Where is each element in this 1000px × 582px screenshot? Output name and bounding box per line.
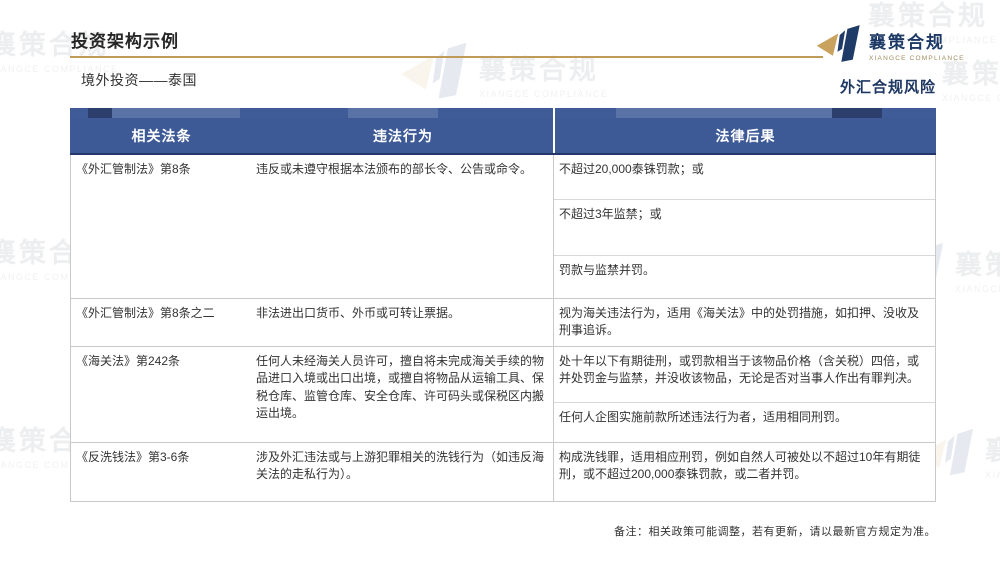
compliance-logo-icon xyxy=(401,42,467,99)
law-cell: 《海关法》第242条 xyxy=(76,353,181,368)
column-header-law: 相关法条 xyxy=(131,127,192,144)
watermark-subtext: XIANGCE COMPLIANCE xyxy=(955,283,1000,294)
consequence-item: 任何人企图实施前款所述违法行为者，适用相同刑罚。 xyxy=(559,409,848,424)
compliance-table: 相关法条 违法行为 法律后果 《外汇管制法》第8条 违反或未遵守根据本法颁布的部… xyxy=(70,108,936,502)
page-title: 投资架构示例 xyxy=(71,32,179,51)
consequence-cell: 处十年以下有期徒刑，或罚款相当于该物品价格（含关税）四倍，或并处罚金与监禁，并没… xyxy=(553,346,935,442)
watermark-text: 襄策合规 xyxy=(955,249,1000,280)
company-logo: 襄策合规 XIANGCE COMPLIANCE xyxy=(816,21,965,69)
title-underline xyxy=(70,56,823,58)
table-body: 《外汇管制法》第8条 违反或未遵守根据本法颁布的部长令、公告或命令。 不超过20… xyxy=(70,155,936,502)
watermark-subtext: XIANGCE COMPLIANCE xyxy=(985,469,1000,480)
watermark-text: 襄策合规 xyxy=(479,54,599,85)
table-header-row: 相关法条 违法行为 法律后果 xyxy=(70,118,936,155)
footnote: 备注：相关政策可能调整，若有更新，请以最新官方规定为准。 xyxy=(614,526,936,538)
company-name: 襄策合规 xyxy=(869,33,945,52)
table-row: 《外汇管制法》第8条之二 非法进出口货币、外币或可转让票据。 视为海关违法行为，… xyxy=(71,299,935,347)
table-row: 《外汇管制法》第8条 违反或未遵守根据本法颁布的部长令、公告或命令。 不超过20… xyxy=(71,155,935,299)
law-cell: 《反洗钱法》第3-6条 xyxy=(76,449,190,464)
watermark-subtext: XIANGCE COMPLIANCE xyxy=(942,93,1000,103)
violation-cell: 违反或未遵守根据本法颁布的部长令、公告或命令。 xyxy=(256,162,533,176)
watermark-text: 襄策合规 xyxy=(985,429,1000,468)
law-cell: 《外汇管制法》第8条之二 xyxy=(76,306,215,320)
consequence-cell: 不超过20,000泰铢罚款；或 不超过3年监禁；或 罚款与监禁并罚。 xyxy=(553,155,935,298)
column-header-violation: 违法行为 xyxy=(373,127,433,144)
consequence-item: 罚款与监禁并罚。 xyxy=(559,263,656,277)
table-row: 《海关法》第242条 任何人未经海关人员许可，擅自将未完成海关手续的物品进口入境… xyxy=(71,346,935,443)
page-subtitle: 境外投资——泰国 xyxy=(81,72,197,88)
company-name-en: XIANGCE COMPLIANCE xyxy=(869,55,965,62)
law-cell: 《外汇管制法》第8条 xyxy=(76,162,191,176)
consequence-item: 视为海关违法行为，适用《海关法》中的处罚措施，如扣押、没收及刑事追诉。 xyxy=(559,306,920,338)
section-label: 外汇合规风险 xyxy=(839,79,936,96)
consequence-cell: 构成洗钱罪，适用相应刑罚，例如自然人可被处以不超过10年有期徒刑，或不超过200… xyxy=(553,442,935,501)
watermark: 襄策合规 XIANGCE COMPLIANCE xyxy=(400,42,609,104)
company-logo-icon xyxy=(816,25,860,62)
violation-cell: 非法进出口货币、外币或可转让票据。 xyxy=(256,306,461,320)
consequence-item: 不超过20,000泰铢罚款；或 xyxy=(554,155,935,200)
consequence-cell: 视为海关违法行为，适用《海关法》中的处罚措施，如扣押、没收及刑事追诉。 xyxy=(553,299,935,346)
table-row: 《反洗钱法》第3-6条 涉及外汇违法或与上游犯罪相关的洗钱行为（如违反海关法的走… xyxy=(71,442,935,502)
violation-cell: 涉及外汇违法或与上游犯罪相关的洗钱行为（如违反海关法的走私行为）。 xyxy=(256,449,545,482)
consequence-item: 不超过3年监禁；或 xyxy=(554,200,935,256)
column-header-consequence: 法律后果 xyxy=(553,118,936,153)
consequence-item: 处十年以下有期徒刑，或罚款相当于该物品价格（含关税）四倍，或并处罚金与监禁，并没… xyxy=(554,347,935,403)
watermark-subtext: XIANGCE COMPLIANCE xyxy=(479,88,609,99)
table-header-mosaic xyxy=(70,108,936,118)
violation-cell: 任何人未经海关人员许可，擅自将未完成海关手续的物品进口入境或出口出境，或擅自将物… xyxy=(256,353,545,420)
consequence-item: 构成洗钱罪，适用相应刑罚，例如自然人可被处以不超过10年有期徒刑，或不超过200… xyxy=(559,449,921,482)
